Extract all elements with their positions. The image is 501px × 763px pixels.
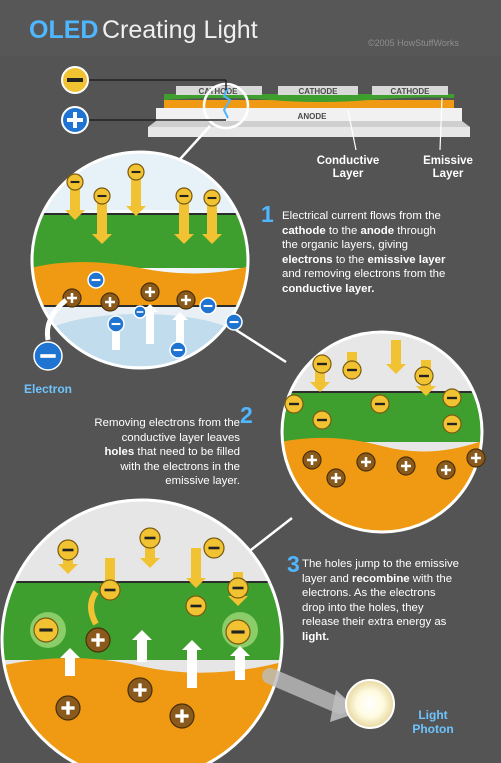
- minus-sign: [137, 311, 144, 313]
- minus-sign: [208, 197, 217, 199]
- minus-sign: [39, 628, 52, 631]
- step-2-number: 2: [240, 402, 253, 429]
- minus-sign: [71, 181, 80, 183]
- minus-sign: [112, 323, 121, 325]
- photon-beam: [270, 676, 340, 706]
- plus-sign: [149, 287, 152, 297]
- cathode-label-2: CATHODE: [299, 87, 339, 96]
- step-1-number: 1: [261, 201, 274, 228]
- glass-substrate: [148, 127, 470, 137]
- minus-sign: [204, 305, 213, 307]
- cathode-label-3: CATHODE: [391, 87, 431, 96]
- electron-label: Electron: [18, 382, 78, 396]
- minus-sign: [419, 375, 429, 377]
- minus-sign: [230, 321, 239, 323]
- plus-sign: [311, 455, 314, 465]
- plus-sign: [109, 297, 112, 307]
- plus-sign: [66, 701, 69, 714]
- step-3-number: 3: [287, 551, 300, 578]
- light-photon-icon: [346, 680, 394, 728]
- minus-sign: [317, 419, 327, 421]
- minus-sign: [98, 195, 107, 197]
- anode-label: ANODE: [298, 112, 328, 121]
- plus-sign: [365, 457, 368, 467]
- minus-sign: [92, 279, 101, 281]
- plus-sign: [71, 293, 74, 303]
- plus-sign: [335, 473, 338, 483]
- cathode-label-1: CATHODE: [199, 87, 239, 96]
- minus-sign: [347, 369, 357, 371]
- minus-sign: [145, 537, 156, 540]
- minus-sign: [132, 171, 141, 173]
- plus-sign: [138, 683, 141, 696]
- minus-sign: [289, 403, 299, 405]
- minus-sign: [447, 423, 457, 425]
- plus-sign: [445, 465, 448, 475]
- minus-sign: [317, 363, 327, 365]
- minus-sign: [174, 349, 183, 351]
- minus-sign: [231, 630, 244, 633]
- plus-sign: [180, 709, 183, 722]
- plus-sign: [475, 453, 478, 463]
- minus-sign: [105, 589, 116, 592]
- plus-sign: [405, 461, 408, 471]
- minus-sign: [233, 587, 244, 590]
- minus-sign: [447, 397, 457, 399]
- minus-sign: [191, 605, 202, 608]
- minus-sign: [40, 354, 55, 358]
- plus-sign: [185, 295, 188, 305]
- plus-sign: [96, 633, 99, 646]
- minus-sign: [63, 549, 74, 552]
- minus-sign: [209, 547, 220, 550]
- zoom-circle-step-2: [236, 330, 490, 560]
- minus-sign: [180, 195, 189, 197]
- minus-sign: [375, 403, 385, 405]
